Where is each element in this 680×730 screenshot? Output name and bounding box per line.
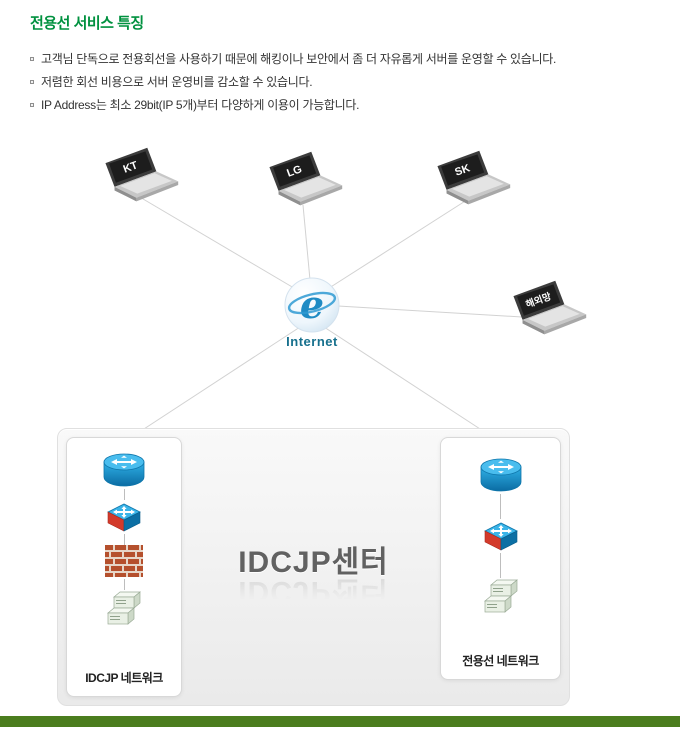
leased-line-network-panel: 전용선 네트워크 (440, 437, 561, 680)
router-icon (103, 453, 145, 487)
internet-explorer-globe-icon: e (284, 277, 340, 333)
connector-line (123, 534, 125, 545)
footer-bar (0, 716, 680, 727)
leased-line-network-label: 전용선 네트워크 (462, 654, 539, 668)
laptop-icon: KT (105, 147, 179, 202)
laptop-node-lg: LG (262, 149, 346, 214)
idcjp-network-label: IDCJP 네트워크 (85, 671, 163, 685)
idcjp-network-panel: IDCJP 네트워크 (66, 437, 182, 697)
server-icon (483, 579, 518, 613)
connector-line (123, 489, 125, 500)
connector-line (500, 553, 501, 578)
bullet-text: 저렴한 회선 비용으로 서버 운영비를 감소할 수 있습니다. (41, 75, 313, 89)
svg-text:SK: SK (453, 162, 471, 178)
svg-text:KT: KT (122, 159, 140, 175)
laptop-node-sk: SK (430, 148, 514, 213)
bullet-text: IP Address는 최소 29bit(IP 5개)부터 다양하게 이용이 가… (41, 98, 360, 112)
bullet-text: 고객님 단독으로 전용회선을 사용하기 때문에 해킹이나 보안에서 좀 더 자유… (41, 52, 557, 66)
page-title: 전용선 서비스 특징 (30, 15, 144, 32)
feature-bullet: IP Address는 최소 29bit(IP 5개)부터 다양하게 이용이 가… (30, 98, 650, 113)
svg-text:e: e (300, 282, 324, 327)
svg-text:LG: LG (285, 163, 303, 179)
switch-icon (483, 522, 518, 551)
switch-icon (107, 503, 141, 532)
connector-line (123, 579, 125, 590)
laptop-icon: 해외망 (513, 280, 587, 335)
bullet-square-icon (30, 80, 34, 84)
router-icon (480, 458, 521, 492)
laptop-icon: SK (437, 150, 511, 205)
internet-label: Internet (286, 334, 338, 349)
feature-bullet: 고객님 단독으로 전용회선을 사용하기 때문에 해킹이나 보안에서 좀 더 자유… (30, 52, 650, 67)
laptop-icon: LG (269, 151, 343, 206)
bullet-square-icon (30, 57, 34, 61)
firewall-icon (105, 545, 143, 577)
bullet-square-icon (30, 103, 34, 107)
feature-bullet: 저렴한 회선 비용으로 서버 운영비를 감소할 수 있습니다. (30, 75, 650, 90)
server-icon (107, 591, 141, 625)
internet-globe: e (284, 277, 340, 333)
laptop-node-overseas: 해외망 (506, 278, 590, 343)
connector-line (500, 494, 501, 519)
feature-bullet-list: 고객님 단독으로 전용회선을 사용하기 때문에 해킹이나 보안에서 좀 더 자유… (30, 52, 650, 121)
laptop-node-kt: KT (98, 145, 182, 210)
